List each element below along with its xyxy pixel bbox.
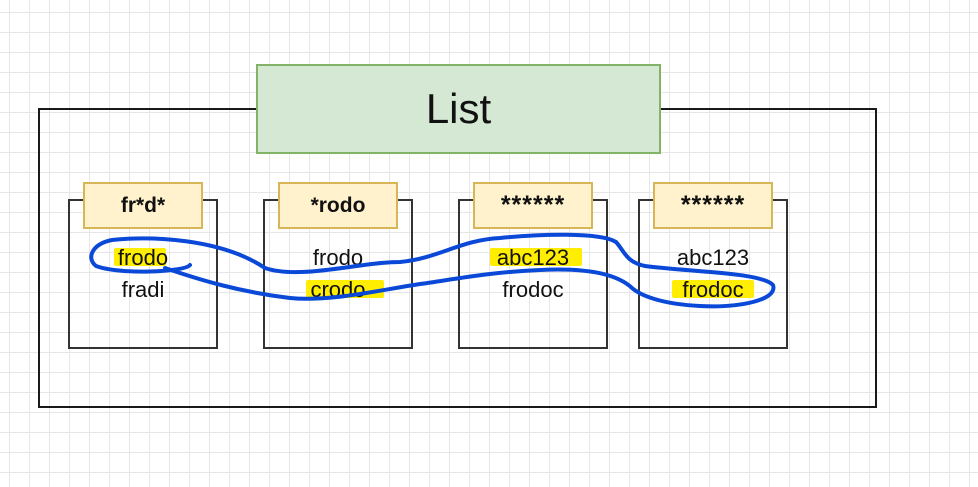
card-4-value-2: frodoc — [682, 277, 744, 302]
card-4-value-1: abc123 — [676, 245, 750, 270]
card-4-header: ****** — [653, 182, 773, 229]
card-2-header: *rodo — [278, 182, 398, 229]
card-3-value-2: frodoc — [502, 277, 564, 302]
list-title: List — [256, 64, 661, 154]
card-2-value-1: frodo — [312, 245, 364, 270]
card-3-value-1: abc123 — [496, 245, 570, 270]
card-1-header: fr*d* — [83, 182, 203, 229]
card-1-value-1: frodo — [117, 245, 169, 270]
card-1-value-2: fradi — [121, 277, 165, 302]
card-3-header: ****** — [473, 182, 593, 229]
card-2-value-2: crodo — [310, 277, 366, 302]
